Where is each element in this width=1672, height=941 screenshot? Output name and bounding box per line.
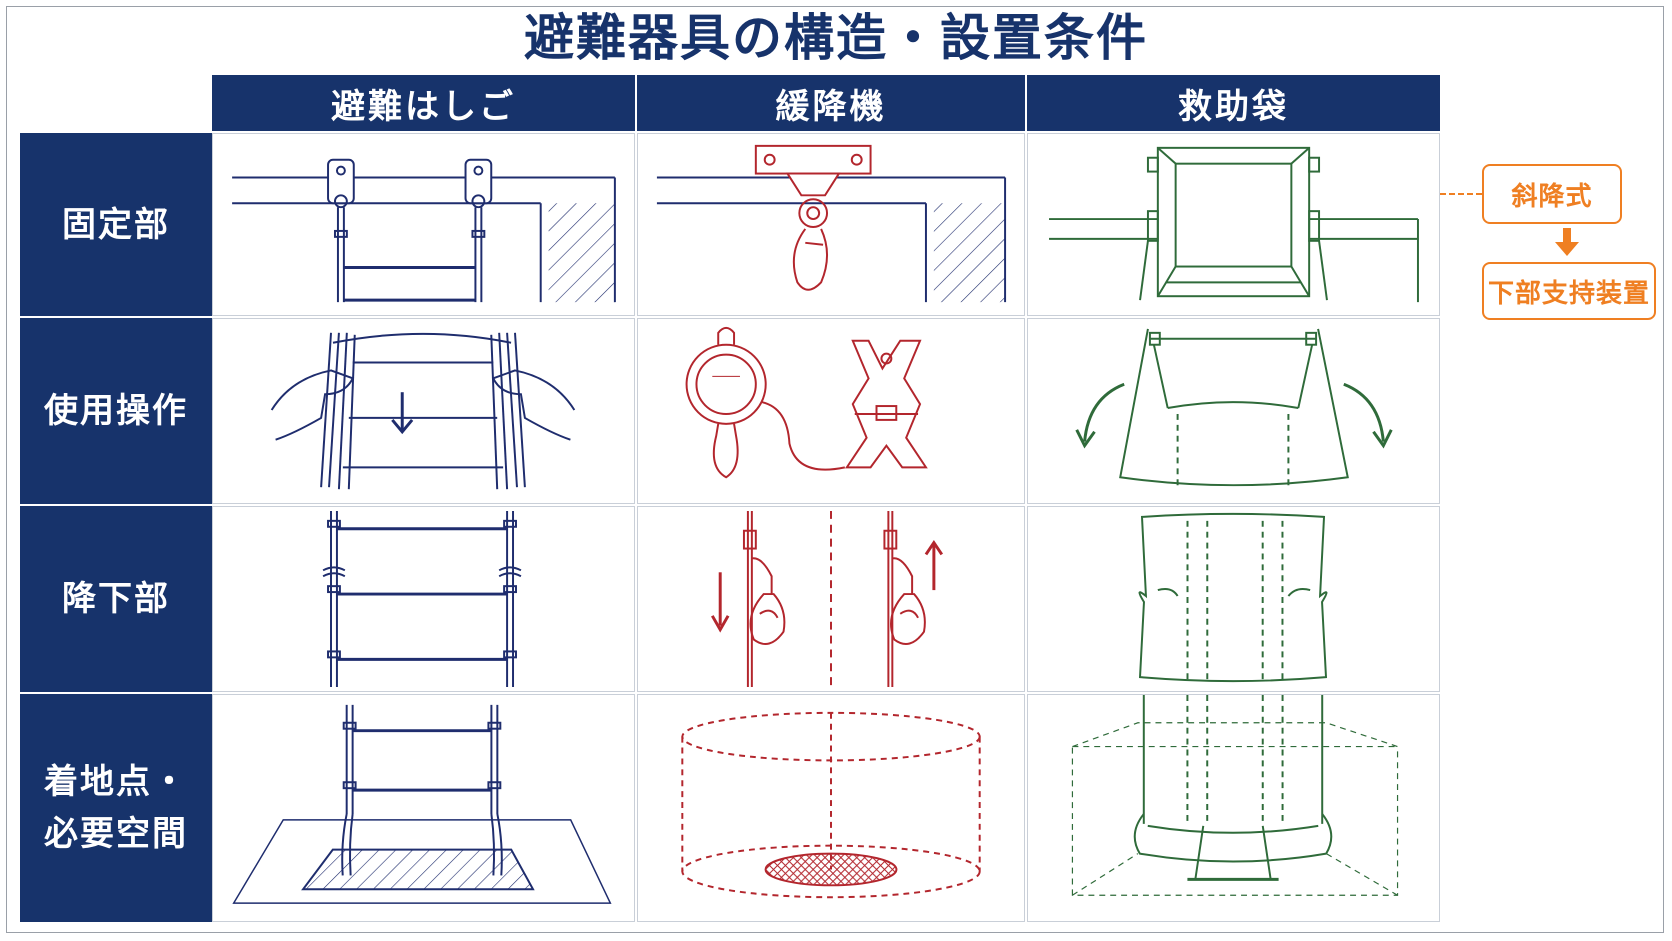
- row-label-line: 固定部: [62, 204, 170, 245]
- arrow-down-icon: [1555, 228, 1579, 256]
- cell-descender-descent: [637, 506, 1025, 692]
- ladder-operation-illustration: [270, 332, 576, 490]
- row-label-line: 着地点・: [44, 762, 188, 802]
- row-label-line: 必要空間: [44, 814, 188, 854]
- cell-descender-operation: [637, 318, 1025, 504]
- cell-ladder-landing: [212, 694, 635, 922]
- row-label-line: 降下部: [62, 579, 170, 619]
- cell-chute-fixing: [1027, 133, 1440, 316]
- cell-descender-fixing: [637, 133, 1025, 316]
- descender-operation-illustration: [685, 326, 928, 479]
- descender-descent-illustration: [711, 510, 944, 688]
- ladder-fixing-illustration: [232, 158, 616, 303]
- ladder-descent-illustration: [322, 510, 522, 688]
- note-connector-line: [1440, 193, 1482, 195]
- descender-landing-illustration: [681, 711, 981, 899]
- ladder-landing-illustration: [232, 704, 612, 904]
- page-title: 避難器具の構造・設置条件: [524, 9, 1148, 67]
- cell-ladder-fixing: [212, 133, 635, 316]
- row-header-fixing: 固定部: [20, 133, 212, 316]
- column-header-chute: 救助袋: [1027, 75, 1440, 131]
- cell-chute-descent: [1027, 506, 1440, 692]
- row-header-descent: 降下部: [20, 506, 212, 692]
- chute-operation-illustration: [1075, 328, 1393, 488]
- note-lower-support: 下部支持装置: [1482, 262, 1656, 320]
- column-header-descender: 緩降機: [637, 75, 1025, 131]
- row-header-landing: 着地点・必要空間: [20, 694, 212, 922]
- descender-fixing-illustration: [656, 144, 1007, 303]
- column-header-ladder: 避難はしご: [212, 75, 635, 131]
- row-label-line: 使用操作: [44, 391, 188, 431]
- cell-descender-landing: [637, 694, 1025, 922]
- cell-ladder-descent: [212, 506, 635, 692]
- row-header-operation: 使用操作: [20, 318, 212, 504]
- note-slope-type: 斜降式: [1482, 164, 1622, 224]
- cell-ladder-operation: [212, 318, 635, 504]
- cell-chute-operation: [1027, 318, 1440, 504]
- chute-landing-illustration: [1071, 695, 1399, 896]
- cell-chute-landing: [1027, 694, 1440, 922]
- outer-frame: [6, 6, 1664, 933]
- chute-descent-illustration: [1138, 512, 1328, 683]
- chute-fixing-illustration: [1049, 146, 1419, 303]
